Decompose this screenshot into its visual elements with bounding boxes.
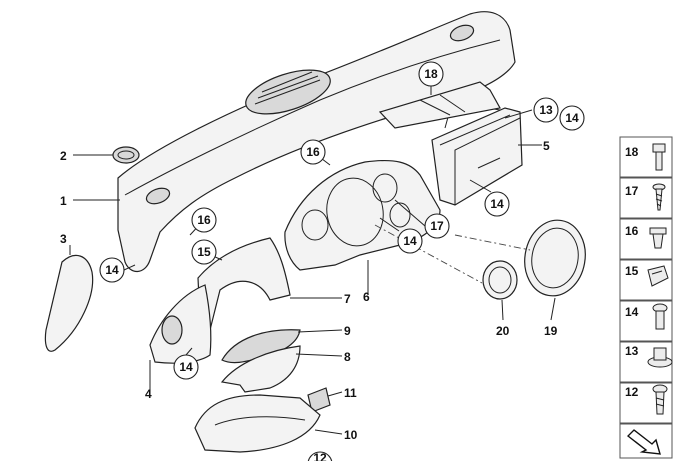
callout-9: 9 xyxy=(344,324,351,338)
callout-15: 15 xyxy=(191,239,217,265)
svg-text:16: 16 xyxy=(625,224,639,238)
screw-bolt-icon xyxy=(652,384,668,415)
mounting-bracket-part xyxy=(378,81,501,129)
legend-item-12: 12 xyxy=(619,382,673,424)
callout-11: 11 xyxy=(344,386,357,400)
svg-text:14: 14 xyxy=(403,234,417,248)
svg-text:13: 13 xyxy=(539,103,553,117)
callout-8: 8 xyxy=(344,350,351,364)
callout-7: 7 xyxy=(344,292,351,306)
column-cover-part xyxy=(220,345,301,393)
svg-text:15: 15 xyxy=(197,245,211,259)
alignment-line-19 xyxy=(454,234,531,251)
instrument-panel-part xyxy=(284,159,441,271)
flange-nut-icon xyxy=(647,347,673,368)
callout-14-center: 14 xyxy=(397,228,423,254)
svg-text:17: 17 xyxy=(430,219,444,233)
large-ring-part xyxy=(524,219,586,297)
svg-text:14: 14 xyxy=(625,305,639,319)
svg-text:18: 18 xyxy=(424,67,438,81)
callout-20: 20 xyxy=(496,324,510,338)
callout-14-left: 14 xyxy=(99,257,125,283)
svg-text:16: 16 xyxy=(306,145,320,159)
alignment-line-20 xyxy=(374,224,483,284)
lower-trim-part xyxy=(197,237,291,332)
callout-14-glovebox: 14 xyxy=(484,191,510,217)
callout-13: 13 xyxy=(533,97,559,123)
callout-1: 1 xyxy=(60,194,67,208)
callout-14-bottom: 14 xyxy=(173,354,199,380)
clip-nut-icon xyxy=(649,227,667,249)
callout-6: 6 xyxy=(363,290,370,304)
spring-clip-icon xyxy=(647,265,669,287)
callout-10: 10 xyxy=(344,428,358,442)
fastener-legend: 18 17 16 15 xyxy=(619,136,673,459)
legend-item-15: 15 xyxy=(619,259,673,301)
hex-bolt-icon xyxy=(652,143,666,171)
lower-cover-part xyxy=(194,394,321,453)
svg-text:16: 16 xyxy=(197,213,211,227)
svg-text:12: 12 xyxy=(625,385,639,399)
screw-icon xyxy=(652,183,666,211)
legend-item-13: 13 xyxy=(619,341,673,383)
callout-14-top-right: 14 xyxy=(559,105,585,131)
callout-16-top: 16 xyxy=(300,139,326,165)
glovebox-module-part xyxy=(431,104,523,206)
callout-4: 4 xyxy=(145,387,152,401)
callout-5: 5 xyxy=(543,139,550,153)
carrier-vent-left xyxy=(145,187,171,205)
legend-item-14: 14 xyxy=(619,300,673,342)
svg-text:14: 14 xyxy=(105,263,119,277)
callout-12-bottom: 12 xyxy=(307,451,333,466)
callout-17: 17 xyxy=(424,213,450,239)
legend-item-16: 16 xyxy=(619,218,673,260)
carrier-vent-right xyxy=(449,24,475,42)
legend-item-17: 17 xyxy=(619,177,673,219)
legend-item-18: 18 xyxy=(619,136,673,178)
svg-text:17: 17 xyxy=(625,184,639,198)
side-trim-part xyxy=(44,254,94,352)
svg-text:15: 15 xyxy=(625,264,639,278)
svg-text:14: 14 xyxy=(490,197,504,211)
orientation-arrow-icon xyxy=(619,423,673,459)
callout-16-left: 16 xyxy=(191,207,217,233)
svg-text:18: 18 xyxy=(625,145,639,159)
vent-cap-part xyxy=(112,146,140,164)
svg-text:14: 14 xyxy=(179,360,193,374)
knee-panel-left-part xyxy=(149,284,212,364)
callout-3: 3 xyxy=(60,232,67,246)
svg-text:12: 12 xyxy=(313,451,327,461)
bolt-icon xyxy=(652,303,668,330)
callout-18: 18 xyxy=(418,61,444,87)
svg-text:13: 13 xyxy=(625,344,639,358)
svg-text:14: 14 xyxy=(565,111,579,125)
small-ring-part xyxy=(482,260,518,300)
trim-strip-part xyxy=(221,329,301,364)
callout-19: 19 xyxy=(544,324,558,338)
callout-2: 2 xyxy=(60,149,67,163)
